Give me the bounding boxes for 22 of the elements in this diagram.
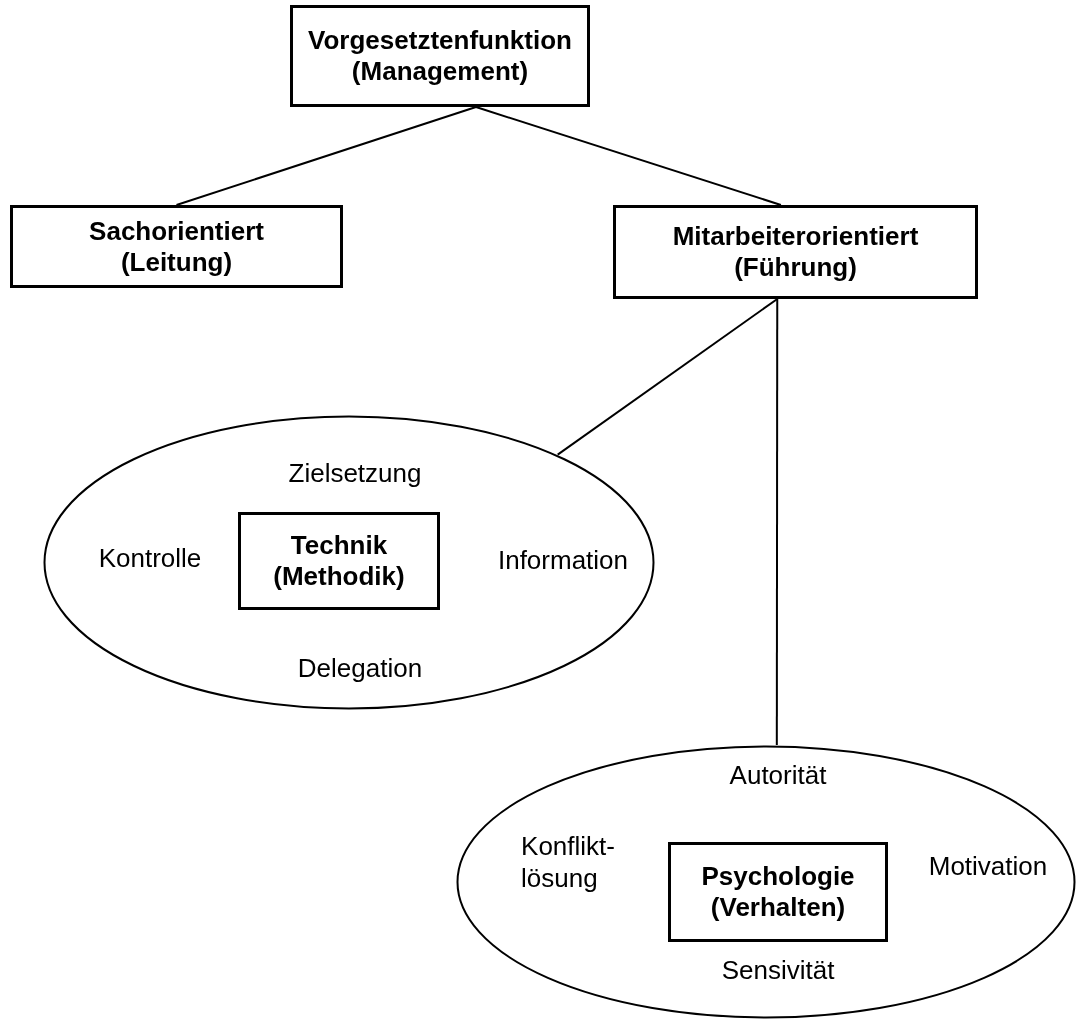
box-label: Sachorientiert (Leitung) (89, 215, 264, 278)
label-box (668, 842, 888, 942)
ellipse-label: Sensivität (721, 954, 835, 986)
label-box (10, 205, 343, 288)
label-box (290, 5, 590, 107)
connector-line (175, 106, 477, 206)
box-label: Psychologie (Verhalten) (701, 861, 855, 923)
label-box (238, 512, 440, 610)
connector-line (775, 298, 779, 747)
connector-line (475, 106, 782, 206)
ellipse-label: Kontrolle (98, 542, 202, 574)
ellipse-label: Information (497, 544, 629, 576)
label-box (613, 205, 978, 299)
box-label: Vorgesetztenfunktion (Management) (308, 25, 572, 87)
connector-line (556, 298, 779, 456)
box-label: Technik (Methodik) (273, 530, 405, 592)
ellipse-label: Autorität (729, 759, 827, 791)
ellipse-label: Delegation (297, 652, 423, 684)
box-label: Mitarbeiterorientiert (Führung) (672, 221, 919, 283)
ellipse-label: Motivation (928, 850, 1048, 882)
ellipse-label: Konflikt- lösung (521, 830, 615, 894)
ellipse-label: Zielsetzung (288, 457, 422, 489)
